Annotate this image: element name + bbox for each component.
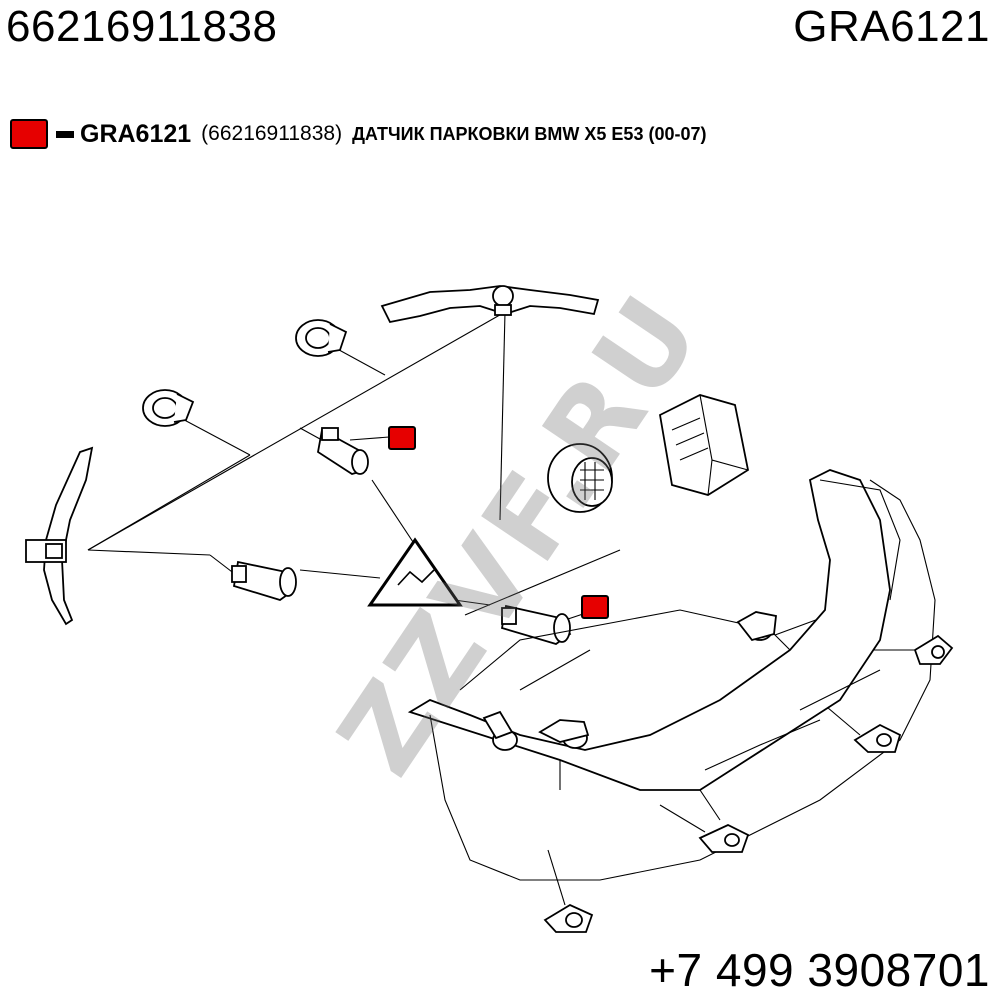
sensor-holder-ring-upper xyxy=(295,319,348,357)
article-heading: GRA6121 xyxy=(793,2,990,51)
warning-triangle-icon xyxy=(367,537,463,607)
legend-row: GRA6121 (66216911838) ДАТЧИК ПАРКОВКИ BM… xyxy=(10,116,706,152)
legend-color-swatch xyxy=(10,119,48,149)
pdc-sensor-upper xyxy=(317,427,369,475)
pdc-sensor-left xyxy=(231,560,297,601)
bumper-sensor-2 xyxy=(538,719,590,749)
rear-bumper xyxy=(407,469,936,881)
upper-bracket xyxy=(380,285,600,324)
bumper-sensor-3 xyxy=(736,611,777,642)
sensor-holder-ring-lower xyxy=(142,389,195,427)
legend-code: GRA6121 xyxy=(80,119,192,148)
bumper-sensor-holder-5 xyxy=(853,723,902,753)
pdc-control-module xyxy=(659,394,750,496)
pdc-sensor-rear-marker xyxy=(581,595,609,619)
bumper-sensor-holder-7 xyxy=(543,903,594,933)
pdc-sensor-right xyxy=(500,604,572,645)
bumper-sensor-1 xyxy=(482,710,518,751)
bumper-sensor-holder-4 xyxy=(913,634,954,665)
bumper-sensor-holder-6 xyxy=(698,824,750,853)
pdc-sensor-front-marker xyxy=(388,426,416,450)
phone-number: +7 499 3908701 xyxy=(649,944,990,996)
connector-plug xyxy=(547,443,613,513)
legend-oem-number: (66216911838) xyxy=(201,122,343,145)
legend-dash xyxy=(56,130,74,138)
part-number-heading: 66216911838 xyxy=(6,2,278,51)
side-bracket xyxy=(25,446,94,626)
legend-description: ДАТЧИК ПАРКОВКИ BMW X5 E53 (00-07) xyxy=(352,123,707,144)
